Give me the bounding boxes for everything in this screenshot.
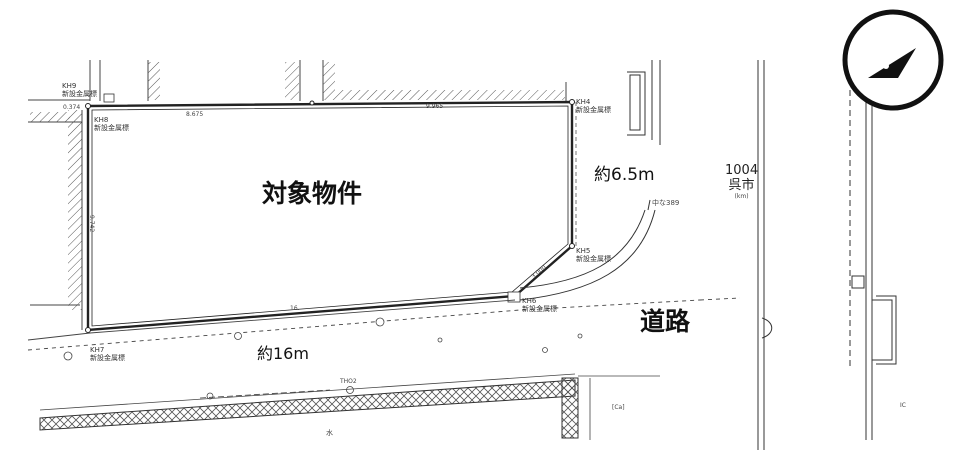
marker-kh7-id: KH7 [90, 346, 105, 354]
dim-small-left: 0.374 [63, 104, 81, 111]
marker-kh7: KH7 新設金属標 [90, 346, 125, 362]
route-lines [757, 60, 773, 450]
ka-label: [Ca] [612, 404, 625, 411]
manholes [63, 317, 583, 400]
length-measure: 約16m [257, 344, 309, 363]
route-name: 呉市 [728, 178, 755, 193]
road-curve [519, 199, 656, 301]
marker-kh8: KH8 新設金属標 [94, 116, 129, 132]
dim-bottom: 16. [290, 305, 300, 312]
marker-kh7-note: 新設金属標 [90, 354, 125, 362]
marker-kh6-note: 新設金属標 [522, 305, 557, 313]
marker-kh6: KH6 新設金属標 [522, 297, 557, 313]
dim-top-right: 9.965 [426, 103, 444, 110]
road-edges [27, 297, 741, 351]
tho2-label: THO2 [340, 378, 357, 385]
dim-left-side: 9.742 [88, 215, 95, 233]
wall-hatch [30, 112, 70, 122]
wall-hatch [68, 110, 82, 310]
marker-kh5: KH5 新設金属標 [576, 247, 611, 263]
property-label: 対象物件 [262, 179, 363, 208]
route-label: 1004 呉市 (km) [725, 163, 758, 200]
property-boundary [86, 100, 574, 332]
marker-kh8-note: 新設金属標 [94, 124, 129, 132]
water-channel [39, 373, 660, 440]
right-structure [627, 60, 661, 145]
north-arrow-icon [868, 48, 916, 78]
ic-label: IC [900, 402, 906, 409]
marker-kh4: KH4 新設金属標 [576, 98, 611, 114]
marker-kh9-id: KH9 [62, 82, 77, 90]
wall-hatch [285, 62, 299, 100]
marker-kh8-id: KH8 [94, 116, 109, 124]
dim-top-left: 8.675 [186, 111, 204, 118]
water-label: 水 [326, 429, 333, 437]
marker-kh6-id: KH6 [522, 297, 537, 305]
curve-label: 中な389 [652, 199, 680, 207]
width-measure: 約6.5m [594, 165, 655, 185]
route-number: 1004 [725, 163, 759, 178]
marker-kh4-id: KH4 [576, 98, 591, 106]
marker-kh5-id: KH5 [576, 247, 591, 255]
far-right-corridor [849, 80, 897, 440]
route-sub: (km) [734, 193, 749, 200]
marker-kh4-note: 新設金属標 [576, 106, 611, 114]
marker-kh9: KH9 新設金属標 [62, 82, 97, 98]
road-label: 道路 [640, 307, 691, 336]
marker-kh9-note: 新設金属標 [62, 90, 97, 98]
marker-kh5-note: 新設金属標 [576, 255, 611, 263]
wall-hatch [335, 90, 565, 100]
wall-hatch [148, 62, 160, 100]
wall-hatch [323, 62, 335, 100]
